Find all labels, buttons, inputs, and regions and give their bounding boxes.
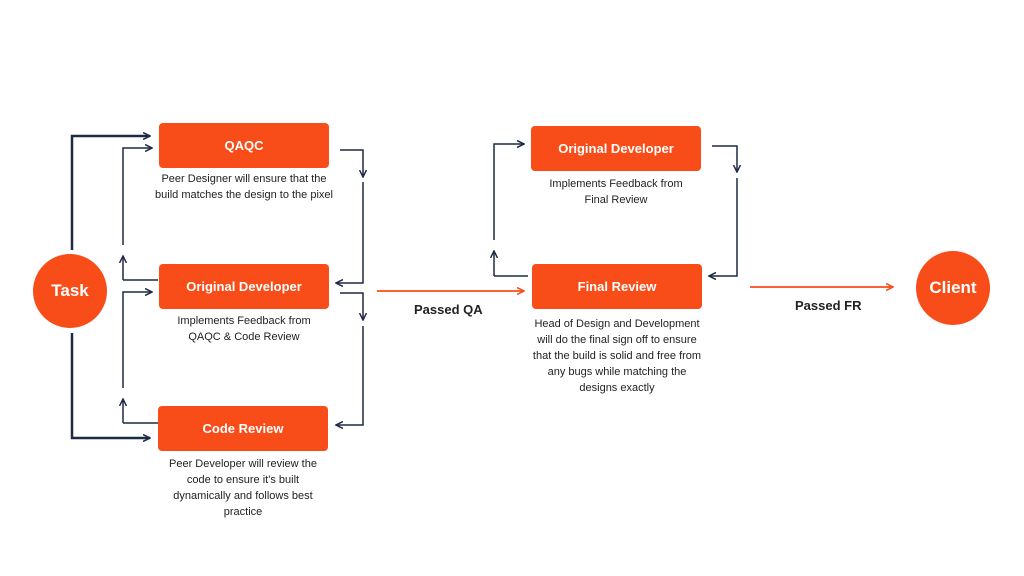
- original-developer-title: Original Developer: [186, 279, 302, 294]
- client-node: Client: [916, 251, 990, 325]
- final-review-title: Final Review: [577, 279, 657, 294]
- original-developer-2-box: Original Developer: [531, 126, 701, 171]
- original-developer-box: Original Developer: [159, 264, 329, 309]
- loop-dev-to-code-review: [122, 292, 152, 388]
- task-node: Task: [33, 254, 107, 328]
- loop-dev-down: [340, 292, 363, 320]
- task-label: Task: [51, 281, 89, 300]
- code-review-description: Peer Developer will review the code to e…: [169, 458, 317, 518]
- passed-fr-label: Passed FR: [795, 298, 862, 313]
- passed-qa-label: Passed QA: [414, 302, 483, 317]
- original-developer-description: Implements Feedback from QAQC & Code Rev…: [177, 315, 311, 343]
- loop-dev-to-code-review-fb: [336, 326, 364, 425]
- arrow-task-to-qaqc: [70, 136, 150, 250]
- loop-qaqc-to-dev: [336, 182, 364, 283]
- loop-dev-to-qaqc: [122, 148, 152, 245]
- loop-dev2-to-final: [709, 178, 738, 276]
- loop-dev2-down: [712, 145, 737, 172]
- qaqc-description: Peer Designer will ensure that the build…: [155, 173, 333, 201]
- loop-final-to-dev2: [493, 144, 524, 240]
- code-review-box: Code Review: [158, 406, 328, 451]
- original-developer-2-description: Implements Feedback from Final Review: [549, 178, 683, 206]
- qaqc-title: QAQC: [224, 138, 264, 153]
- final-review-description: Head of Design and Development will do t…: [532, 318, 702, 394]
- loop-qaqc-down: [340, 149, 363, 177]
- final-review-box: Final Review: [532, 264, 702, 309]
- code-review-title: Code Review: [202, 421, 284, 436]
- arrow-task-to-code-review: [70, 333, 150, 438]
- qaqc-box: QAQC: [159, 123, 329, 168]
- original-developer-2-title: Original Developer: [558, 141, 674, 156]
- client-label: Client: [929, 278, 977, 297]
